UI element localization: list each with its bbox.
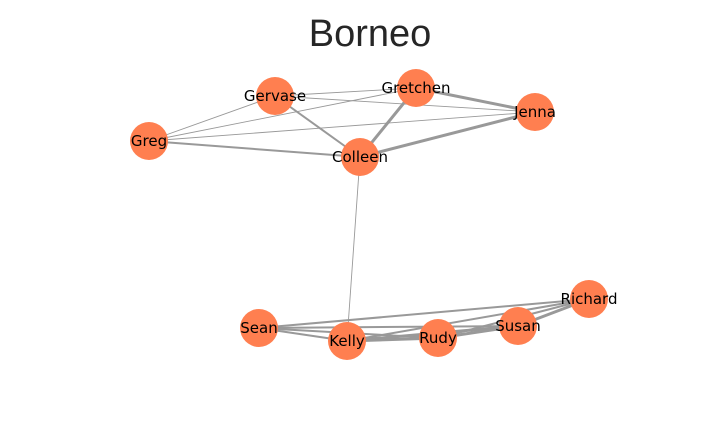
node-circle-jenna[interactable] [516,93,554,131]
node-label-jenna: Jenna [513,103,556,121]
edge-greg-gervase [148,95,276,142]
node-circle-gervase[interactable] [256,77,294,115]
node-susan[interactable]: Susan [495,307,541,345]
edge-gervase-gretchen [274,87,417,97]
node-sean[interactable]: Sean [240,309,278,347]
node-label-kelly: Kelly [329,332,365,350]
edge-sean-richard [258,298,590,329]
node-circle-colleen[interactable] [341,138,379,176]
edge-greg-colleen [148,140,361,158]
node-circle-gretchen[interactable] [397,69,435,107]
edge-jenna-colleen [358,110,537,159]
node-circle-susan[interactable] [499,307,537,345]
edge-kelly-richard [346,298,590,342]
node-label-susan: Susan [495,317,541,335]
node-circle-kelly[interactable] [328,322,366,360]
node-label-gretchen: Gretchen [381,79,450,97]
node-gretchen[interactable]: Gretchen [381,69,451,107]
node-label-sean: Sean [240,319,277,337]
node-circle-greg[interactable] [130,122,168,160]
graph-title: Borneo [309,13,432,55]
node-jenna[interactable]: Jenna [513,93,556,131]
edge-colleen-kelly [346,156,361,342]
node-greg[interactable]: Greg [130,122,168,160]
node-circle-richard[interactable] [570,280,608,318]
node-label-gervase: Gervase [244,87,306,105]
node-circle-rudy[interactable] [419,319,457,357]
node-label-richard: Richard [561,290,618,308]
node-label-colleen: Colleen [332,148,388,166]
node-gervase[interactable]: Gervase [244,77,306,115]
edge-gretchen-jenna [414,86,537,114]
node-rudy[interactable]: Rudy [419,319,457,357]
edge-sean-susan [258,325,519,329]
node-kelly[interactable]: Kelly [328,322,366,360]
node-colleen[interactable]: Colleen [332,138,388,176]
edge-greg-gretchen [148,87,417,142]
node-label-rudy: Rudy [419,329,457,347]
node-layer: Gervase GretchenJennaGregColleenRichardSe… [130,69,617,360]
node-label-greg: Greg [131,132,167,150]
edge-greg-jenna [148,111,536,142]
node-richard[interactable]: Richard [561,280,618,318]
node-circle-sean[interactable] [240,309,278,347]
edge-gervase-jenna [274,95,536,113]
